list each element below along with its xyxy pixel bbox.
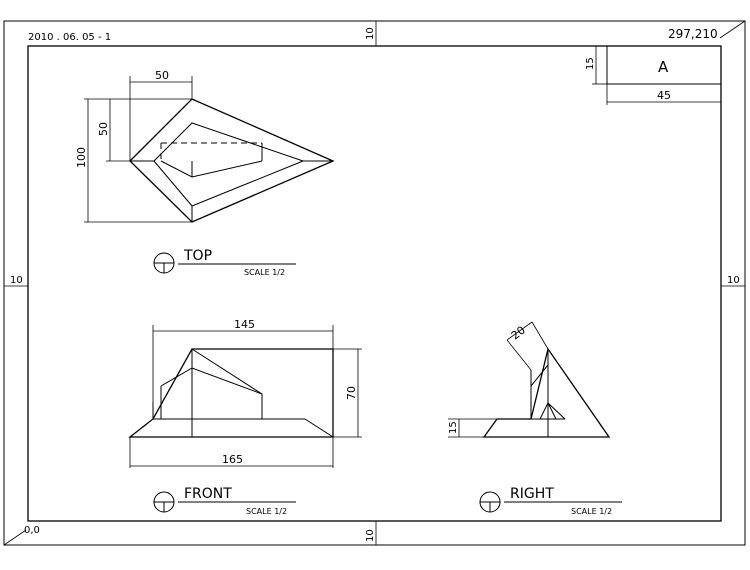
outer-border xyxy=(3,20,746,546)
margin-bottom-dim: 10 xyxy=(365,520,380,546)
title-block-letter: A xyxy=(658,58,669,76)
inner-border xyxy=(27,45,722,522)
svg-text:SCALE 1/2: SCALE 1/2 xyxy=(244,268,285,277)
svg-text:RIGHT: RIGHT xyxy=(510,486,554,502)
margin-left-dim: 10 xyxy=(3,275,29,290)
top-height-dim: 100 xyxy=(75,147,88,168)
size-label: 297,210 xyxy=(668,27,718,41)
top-small-height-dim: 50 xyxy=(97,122,110,136)
right-base-height-dim: 15 xyxy=(448,421,459,434)
top-width-dim: 50 xyxy=(155,69,169,82)
top-view: 50 50 100 xyxy=(75,69,335,223)
svg-text:10: 10 xyxy=(727,275,740,286)
front-bottom-width-dim: 165 xyxy=(222,453,243,466)
margin-top-dim: 10 xyxy=(365,20,380,47)
date-label: 2010 . 06. 05 - 1 xyxy=(28,32,111,43)
svg-text:SCALE 1/2: SCALE 1/2 xyxy=(246,507,287,516)
right-view: 20 15 xyxy=(448,321,611,438)
title-block: A 15 45 xyxy=(585,45,722,105)
svg-text:10: 10 xyxy=(365,529,376,542)
top-view-label: TOP SCALE 1/2 xyxy=(153,248,296,277)
title-block-width: 45 xyxy=(657,89,671,102)
origin-label: 0,0 xyxy=(24,525,40,536)
margin-right-dim: 10 xyxy=(720,275,746,290)
svg-text:10: 10 xyxy=(365,27,376,40)
front-top-width-dim: 145 xyxy=(234,318,255,331)
right-view-label: RIGHT SCALE 1/2 xyxy=(479,486,622,516)
svg-text:FRONT: FRONT xyxy=(184,486,232,502)
front-view-label: FRONT SCALE 1/2 xyxy=(153,486,296,516)
svg-text:SCALE 1/2: SCALE 1/2 xyxy=(571,507,612,516)
title-block-height: 15 xyxy=(585,57,596,70)
svg-text:10: 10 xyxy=(10,275,23,286)
front-height-dim: 70 xyxy=(345,386,358,400)
right-slant-dim: 20 xyxy=(509,324,528,343)
front-view: 145 165 70 xyxy=(128,318,362,468)
svg-text:TOP: TOP xyxy=(183,248,212,264)
